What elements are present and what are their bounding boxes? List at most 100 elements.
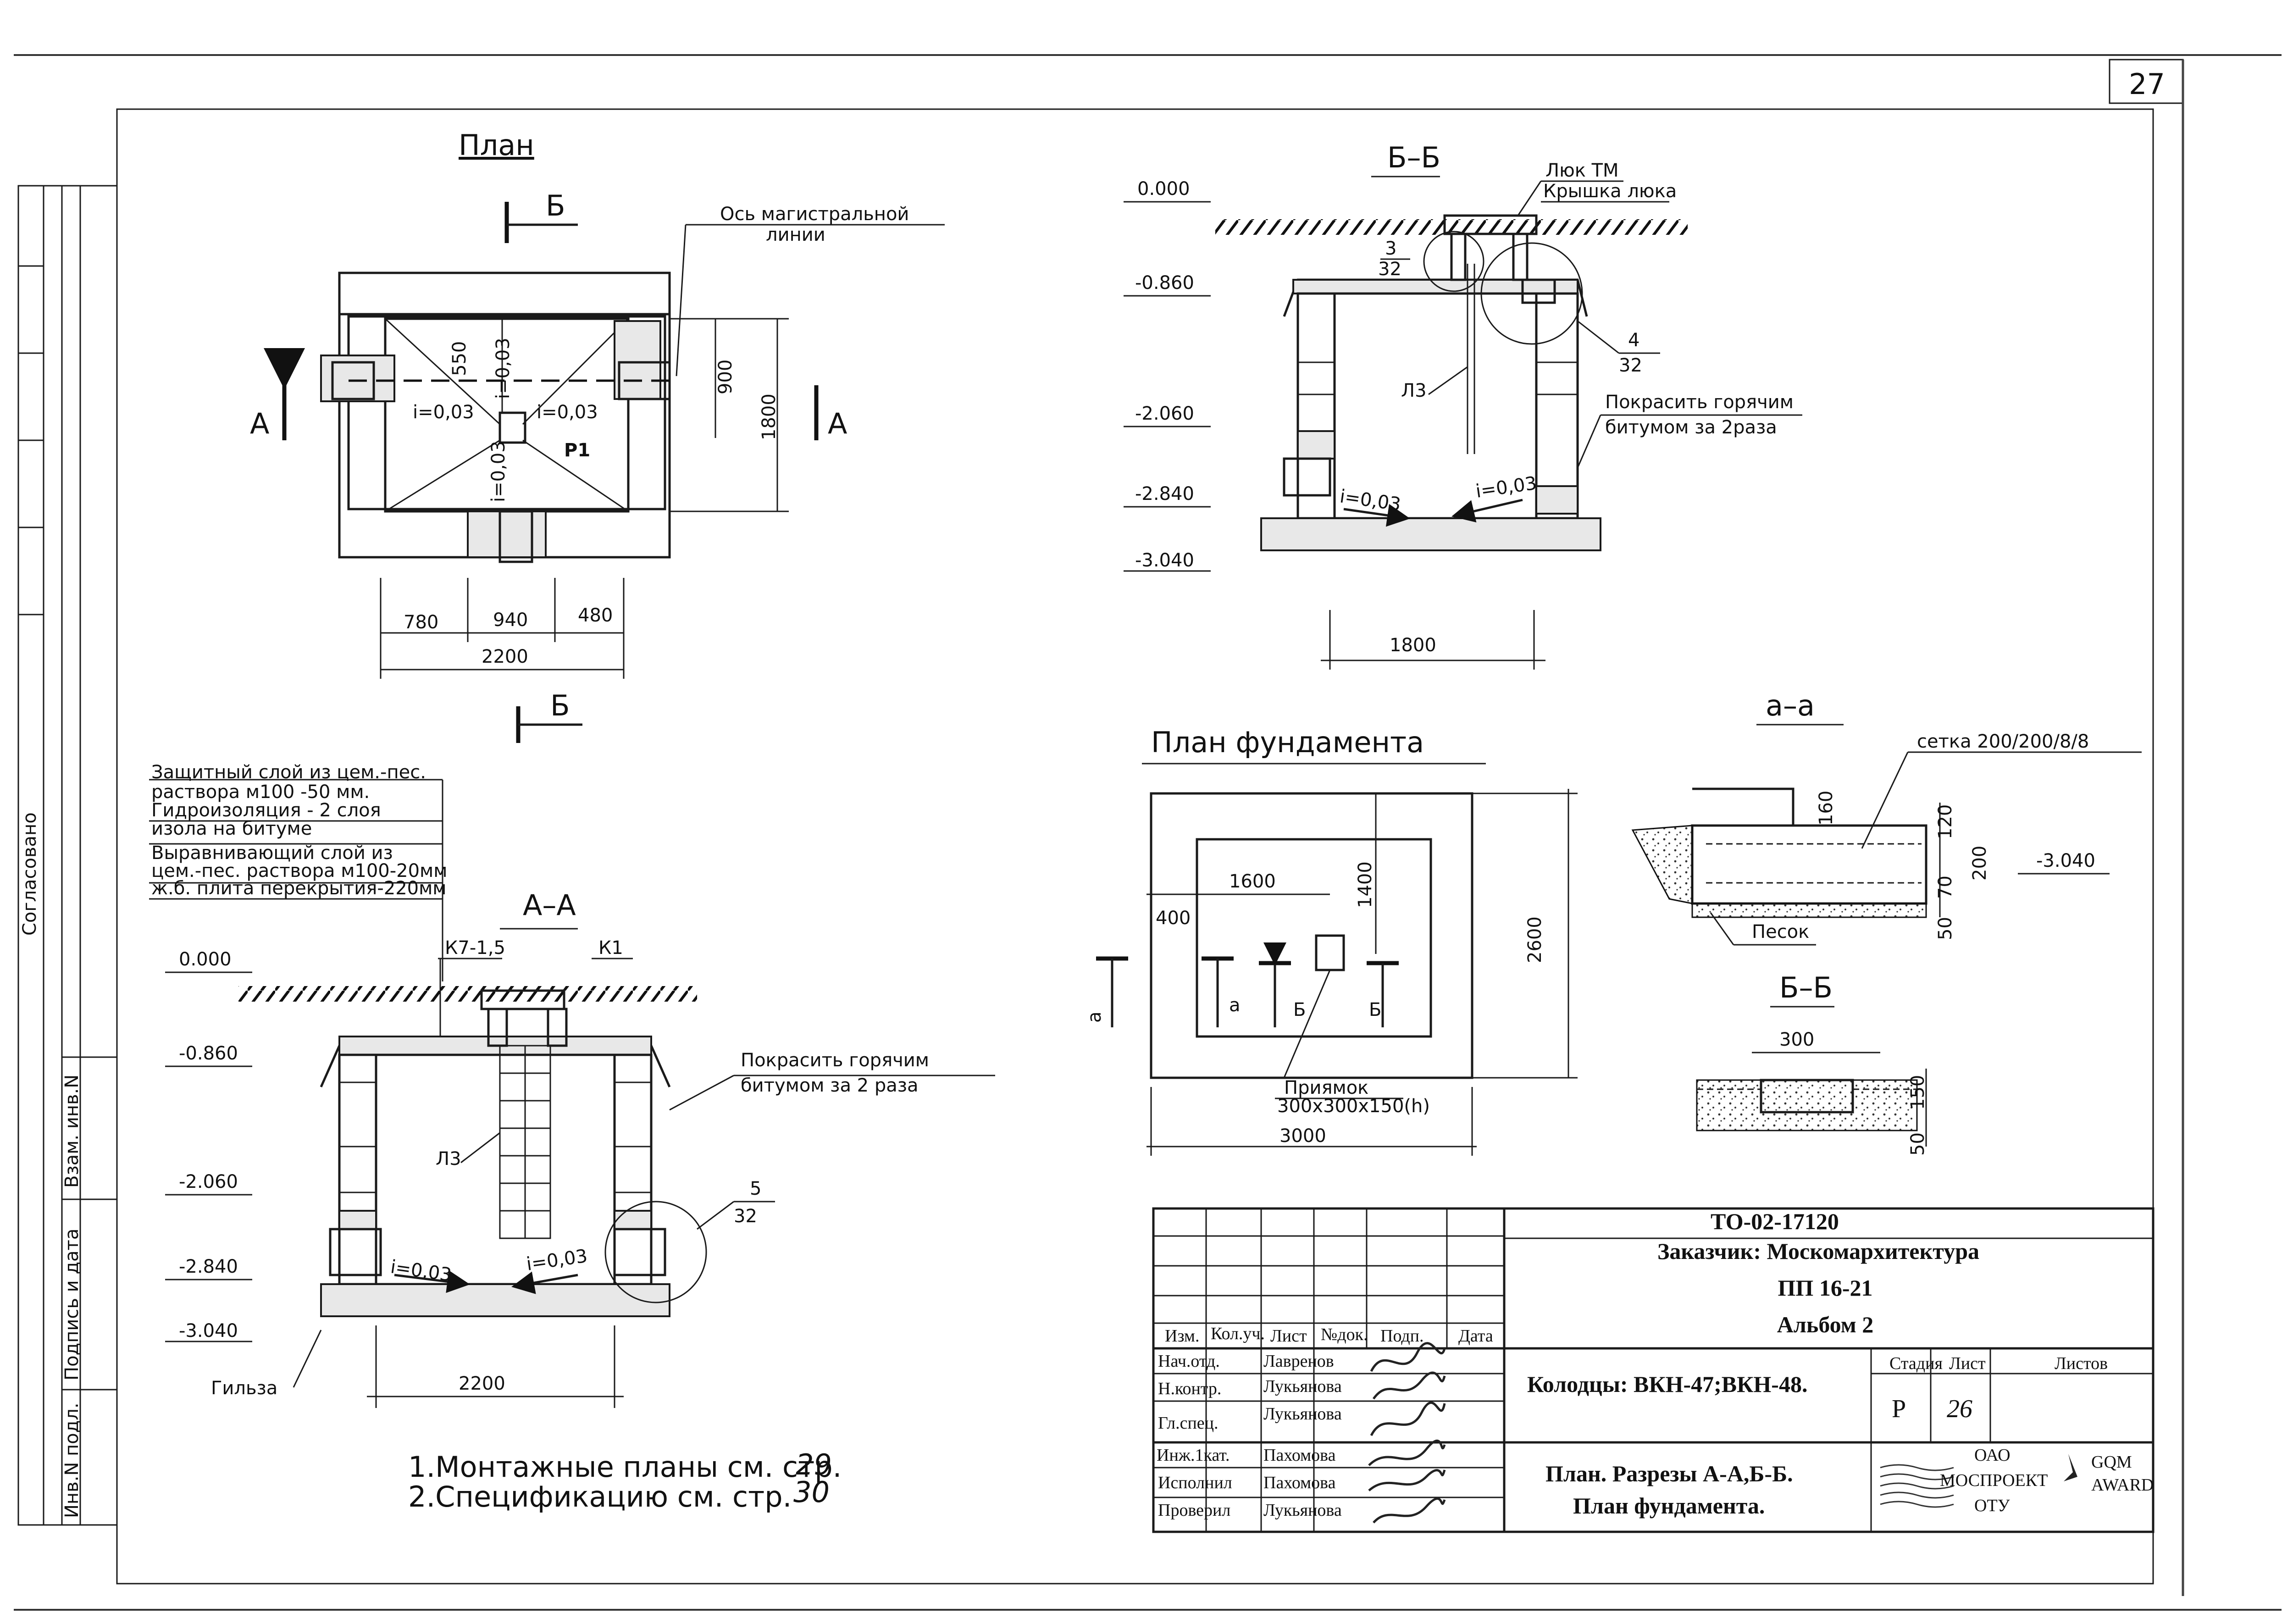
plan-section-a-left: А xyxy=(250,407,269,440)
tb-role-2: Гл.спец. xyxy=(1158,1413,1218,1433)
aa-k7: К7-1,5 xyxy=(445,937,505,959)
bb-slope-left: i=0,03 xyxy=(1339,486,1402,515)
tb-object: Колодцы: ВКН-47;ВКН-48. xyxy=(1527,1371,1807,1397)
tb-role-5: Проверил xyxy=(1158,1501,1230,1520)
stamp-sign-date: Подпись и дата xyxy=(61,1229,83,1380)
foundation-plan: План фундамента 1600 400 1400 2600 3000 … xyxy=(1084,726,1578,1156)
tb-org-3: ОТУ xyxy=(1974,1496,2010,1515)
plan-slope-bottom: i=0,03 xyxy=(488,441,509,502)
bb-dim-1800: 1800 xyxy=(1390,635,1436,656)
tb-h-podp: Подп. xyxy=(1380,1326,1424,1346)
tb-h-list: Лист xyxy=(1270,1326,1307,1346)
tb-h-izm: Изм. xyxy=(1165,1326,1199,1346)
bb-slope-right: i=0,03 xyxy=(1474,473,1538,502)
tb-h-data: Дата xyxy=(1458,1326,1493,1346)
foundation-mark-b-right: Б xyxy=(1369,999,1381,1020)
tb-role-0: Нач.отд. xyxy=(1158,1352,1220,1371)
note-2-page: 30 xyxy=(793,1475,830,1509)
award-icon: GQM AWARD xyxy=(2064,1452,2154,1495)
bb-ref4-top: 4 xyxy=(1628,330,1639,351)
section-bb-title: Б–Б xyxy=(1387,141,1440,174)
plan-section-mark-top: Б xyxy=(546,189,565,222)
layer-2: раствора м100 -50 мм. xyxy=(151,782,370,803)
plan-section-mark-bottom: Б xyxy=(550,689,570,722)
tb-name-5: Лукьянова xyxy=(1263,1501,1342,1520)
section-aa-title: А–А xyxy=(523,888,576,922)
layer-5: Выравнивающий слой из xyxy=(151,842,393,864)
note-2: 2.Спецификацию см. стр. xyxy=(408,1480,792,1513)
level-a-small: -3.040 xyxy=(2036,850,2095,871)
aa-dim-2200: 2200 xyxy=(459,1373,505,1394)
tb-org-2: МОСПРОЕКТ xyxy=(1940,1471,2048,1490)
note-1-page: 29 xyxy=(796,1448,832,1481)
tb-name-3: Пахомова xyxy=(1263,1446,1336,1465)
tb-project: ПП 16-21 xyxy=(1778,1275,1873,1301)
dim-200: 200 xyxy=(1969,846,1990,881)
aa-lvl-1: -0.860 xyxy=(179,1043,238,1064)
aa-ladder: Л3 xyxy=(436,1148,461,1170)
tb-content-2: План фундамента. xyxy=(1573,1493,1765,1519)
bsmall-dim-150: 150 xyxy=(1907,1075,1928,1110)
foundation-dim-3000: 3000 xyxy=(1279,1125,1326,1147)
axis-note-1: Ось магистральной xyxy=(720,204,909,225)
stamp-inv-orig: Инв.N подл. xyxy=(61,1402,83,1518)
plan-title: План xyxy=(459,128,534,162)
tb-h-stage: Стадия xyxy=(1889,1354,1943,1373)
pit-label-2: 300х300х150(h) xyxy=(1277,1096,1430,1117)
plan-dim-2200: 2200 xyxy=(482,646,528,667)
foundation-mark-a-outer: а xyxy=(1084,1011,1105,1023)
tb-customer: Заказчик: Москомархитектура xyxy=(1657,1238,1979,1264)
plan-dim-900: 900 xyxy=(715,360,736,394)
section-b-small-title: Б–Б xyxy=(1779,971,1833,1004)
aa-k1: К1 xyxy=(598,937,623,959)
aa-paint-2: битумом за 2 раза xyxy=(741,1075,919,1096)
plan-dim-1800: 1800 xyxy=(759,394,780,440)
plan-section-a-right: А xyxy=(828,407,847,440)
section-b-small: Б–Б 300 150 50 xyxy=(1696,971,1928,1156)
tb-sheet-no: 26 xyxy=(1947,1395,1972,1423)
tb-role-4: Исполнил xyxy=(1158,1473,1232,1492)
tb-name-4: Пахомова xyxy=(1263,1473,1336,1492)
foundation-title: План фундамента xyxy=(1151,726,1424,759)
tb-h-sheets: Листов xyxy=(2055,1354,2108,1373)
tb-role-1: Н.контр. xyxy=(1158,1379,1221,1398)
foundation-dim-1400: 1400 xyxy=(1355,861,1376,908)
tb-stage: Р xyxy=(1892,1395,1906,1423)
bb-ref3-bot: 32 xyxy=(1378,259,1401,280)
layer-1: Защитный слой из цем.-пес. xyxy=(151,762,426,783)
bsmall-dim-50: 50 xyxy=(1907,1132,1928,1156)
aa-lvl-4: -3.040 xyxy=(179,1320,238,1341)
bb-lvl-2: -2.060 xyxy=(1135,403,1194,424)
page-number: 27 xyxy=(2129,67,2165,101)
plan-label-p1: Р1 xyxy=(564,440,590,461)
tb-code: ТО-02-17120 xyxy=(1711,1208,1839,1234)
aa-lvl-2: -2.060 xyxy=(179,1171,238,1192)
bb-lvl-0: 0.000 xyxy=(1137,178,1190,200)
plan-slope-top: i=0,03 xyxy=(493,338,514,399)
tb-name-1: Лукьянова xyxy=(1263,1377,1342,1396)
title-block: ТО-02-17120 Заказчик: Москомархитектура … xyxy=(1152,1207,2155,1533)
dim-50-a: 50 xyxy=(1935,917,1956,940)
bsmall-dim-300: 300 xyxy=(1779,1029,1814,1050)
stamp-replace-inv: Взам. инв.N xyxy=(61,1075,83,1188)
dim-160: 160 xyxy=(1816,791,1837,826)
section-a-small: а–а сетка 200/200/8/8 160 120 200 70 50 … xyxy=(1631,689,2142,946)
dim-120: 120 xyxy=(1935,804,1956,839)
foundation-dim-1600: 1600 xyxy=(1229,871,1276,892)
layer-7: ж.б. плита перекрытия-220мм xyxy=(151,878,446,899)
bb-paint-2: битумом за 2раза xyxy=(1605,417,1777,438)
award-label-1: GQM xyxy=(2091,1452,2132,1472)
section-bb-view: Б–Б Люк ТМ Крышка люка 0.000 -0.860 -2.0… xyxy=(1124,141,1802,670)
tb-name-2: Лукьянова xyxy=(1263,1404,1342,1424)
dim-70: 70 xyxy=(1935,876,1956,899)
org-logo-icon xyxy=(1880,1464,1954,1508)
bb-ref4-bot: 32 xyxy=(1619,355,1642,376)
aa-slope-right: i=0,03 xyxy=(525,1246,589,1275)
aa-ref5-top: 5 xyxy=(750,1178,761,1199)
plan-view: План Б Б А А Ось магистральной xyxy=(250,128,945,743)
plan-dim-940: 940 xyxy=(493,610,528,631)
left-stamp xyxy=(17,185,118,1526)
tb-album: Альбом 2 xyxy=(1777,1312,1874,1337)
